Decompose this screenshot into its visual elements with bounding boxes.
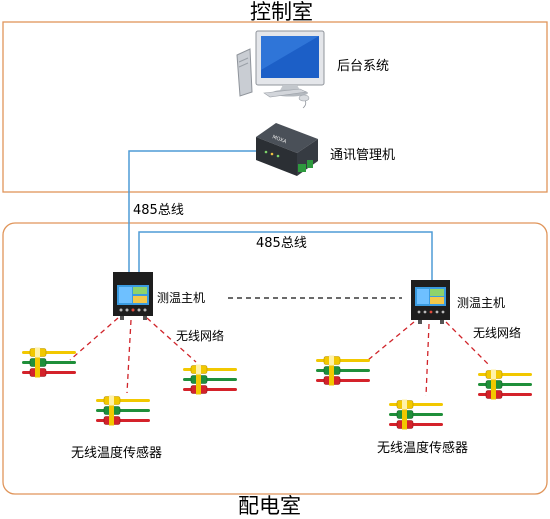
comm-manager-label: 通讯管理机: [330, 148, 396, 163]
distribution-room-title: 配电室: [238, 494, 301, 518]
sensor-label-right: 无线温度传感器: [377, 441, 469, 456]
control-room-frame: [2, 21, 548, 193]
temperature-host-right-icon: [411, 280, 450, 324]
comm-manager-icon: MOXA: [256, 123, 318, 176]
sensor-group-left-3: [183, 364, 237, 395]
sensor-label-left: 无线温度传感器: [71, 446, 163, 461]
bus-label-top: 485总线: [256, 236, 307, 251]
sensor-group-right-2: [389, 399, 443, 430]
wireless-link-left-1: [69, 317, 119, 361]
host-right-label: 测温主机: [457, 296, 506, 310]
sensor-group-left-2: [96, 395, 150, 426]
sensor-group-right-1: [316, 355, 370, 386]
distribution-room-frame: [2, 222, 548, 495]
sensor-group-left-1: [22, 347, 76, 378]
rs485-bus: [128, 150, 433, 280]
wireless-label-left: 无线网络: [176, 329, 225, 343]
sensor-group-right-3: [478, 369, 532, 400]
computer-icon: [236, 30, 325, 109]
wireless-link-right-1: [367, 321, 415, 361]
wireless-link-left-2: [126, 319, 132, 394]
wireless-link-right-2: [425, 323, 430, 397]
wireless-links: [69, 317, 491, 397]
bus-label-vertical: 485总线: [133, 203, 184, 218]
host-left-label: 测温主机: [157, 291, 206, 305]
bus-line-top: [138, 231, 433, 280]
wireless-link-right-3: [445, 321, 491, 367]
backend-system-label: 后台系统: [337, 59, 390, 74]
wireless-link-left-3: [146, 317, 197, 363]
svg-text:MOXA: MOXA: [271, 134, 287, 145]
wireless-label-right: 无线网络: [473, 326, 522, 340]
control-room-title: 控制室: [250, 0, 313, 24]
bus-line-vertical: [128, 150, 256, 280]
temperature-host-left-icon: [113, 272, 153, 320]
